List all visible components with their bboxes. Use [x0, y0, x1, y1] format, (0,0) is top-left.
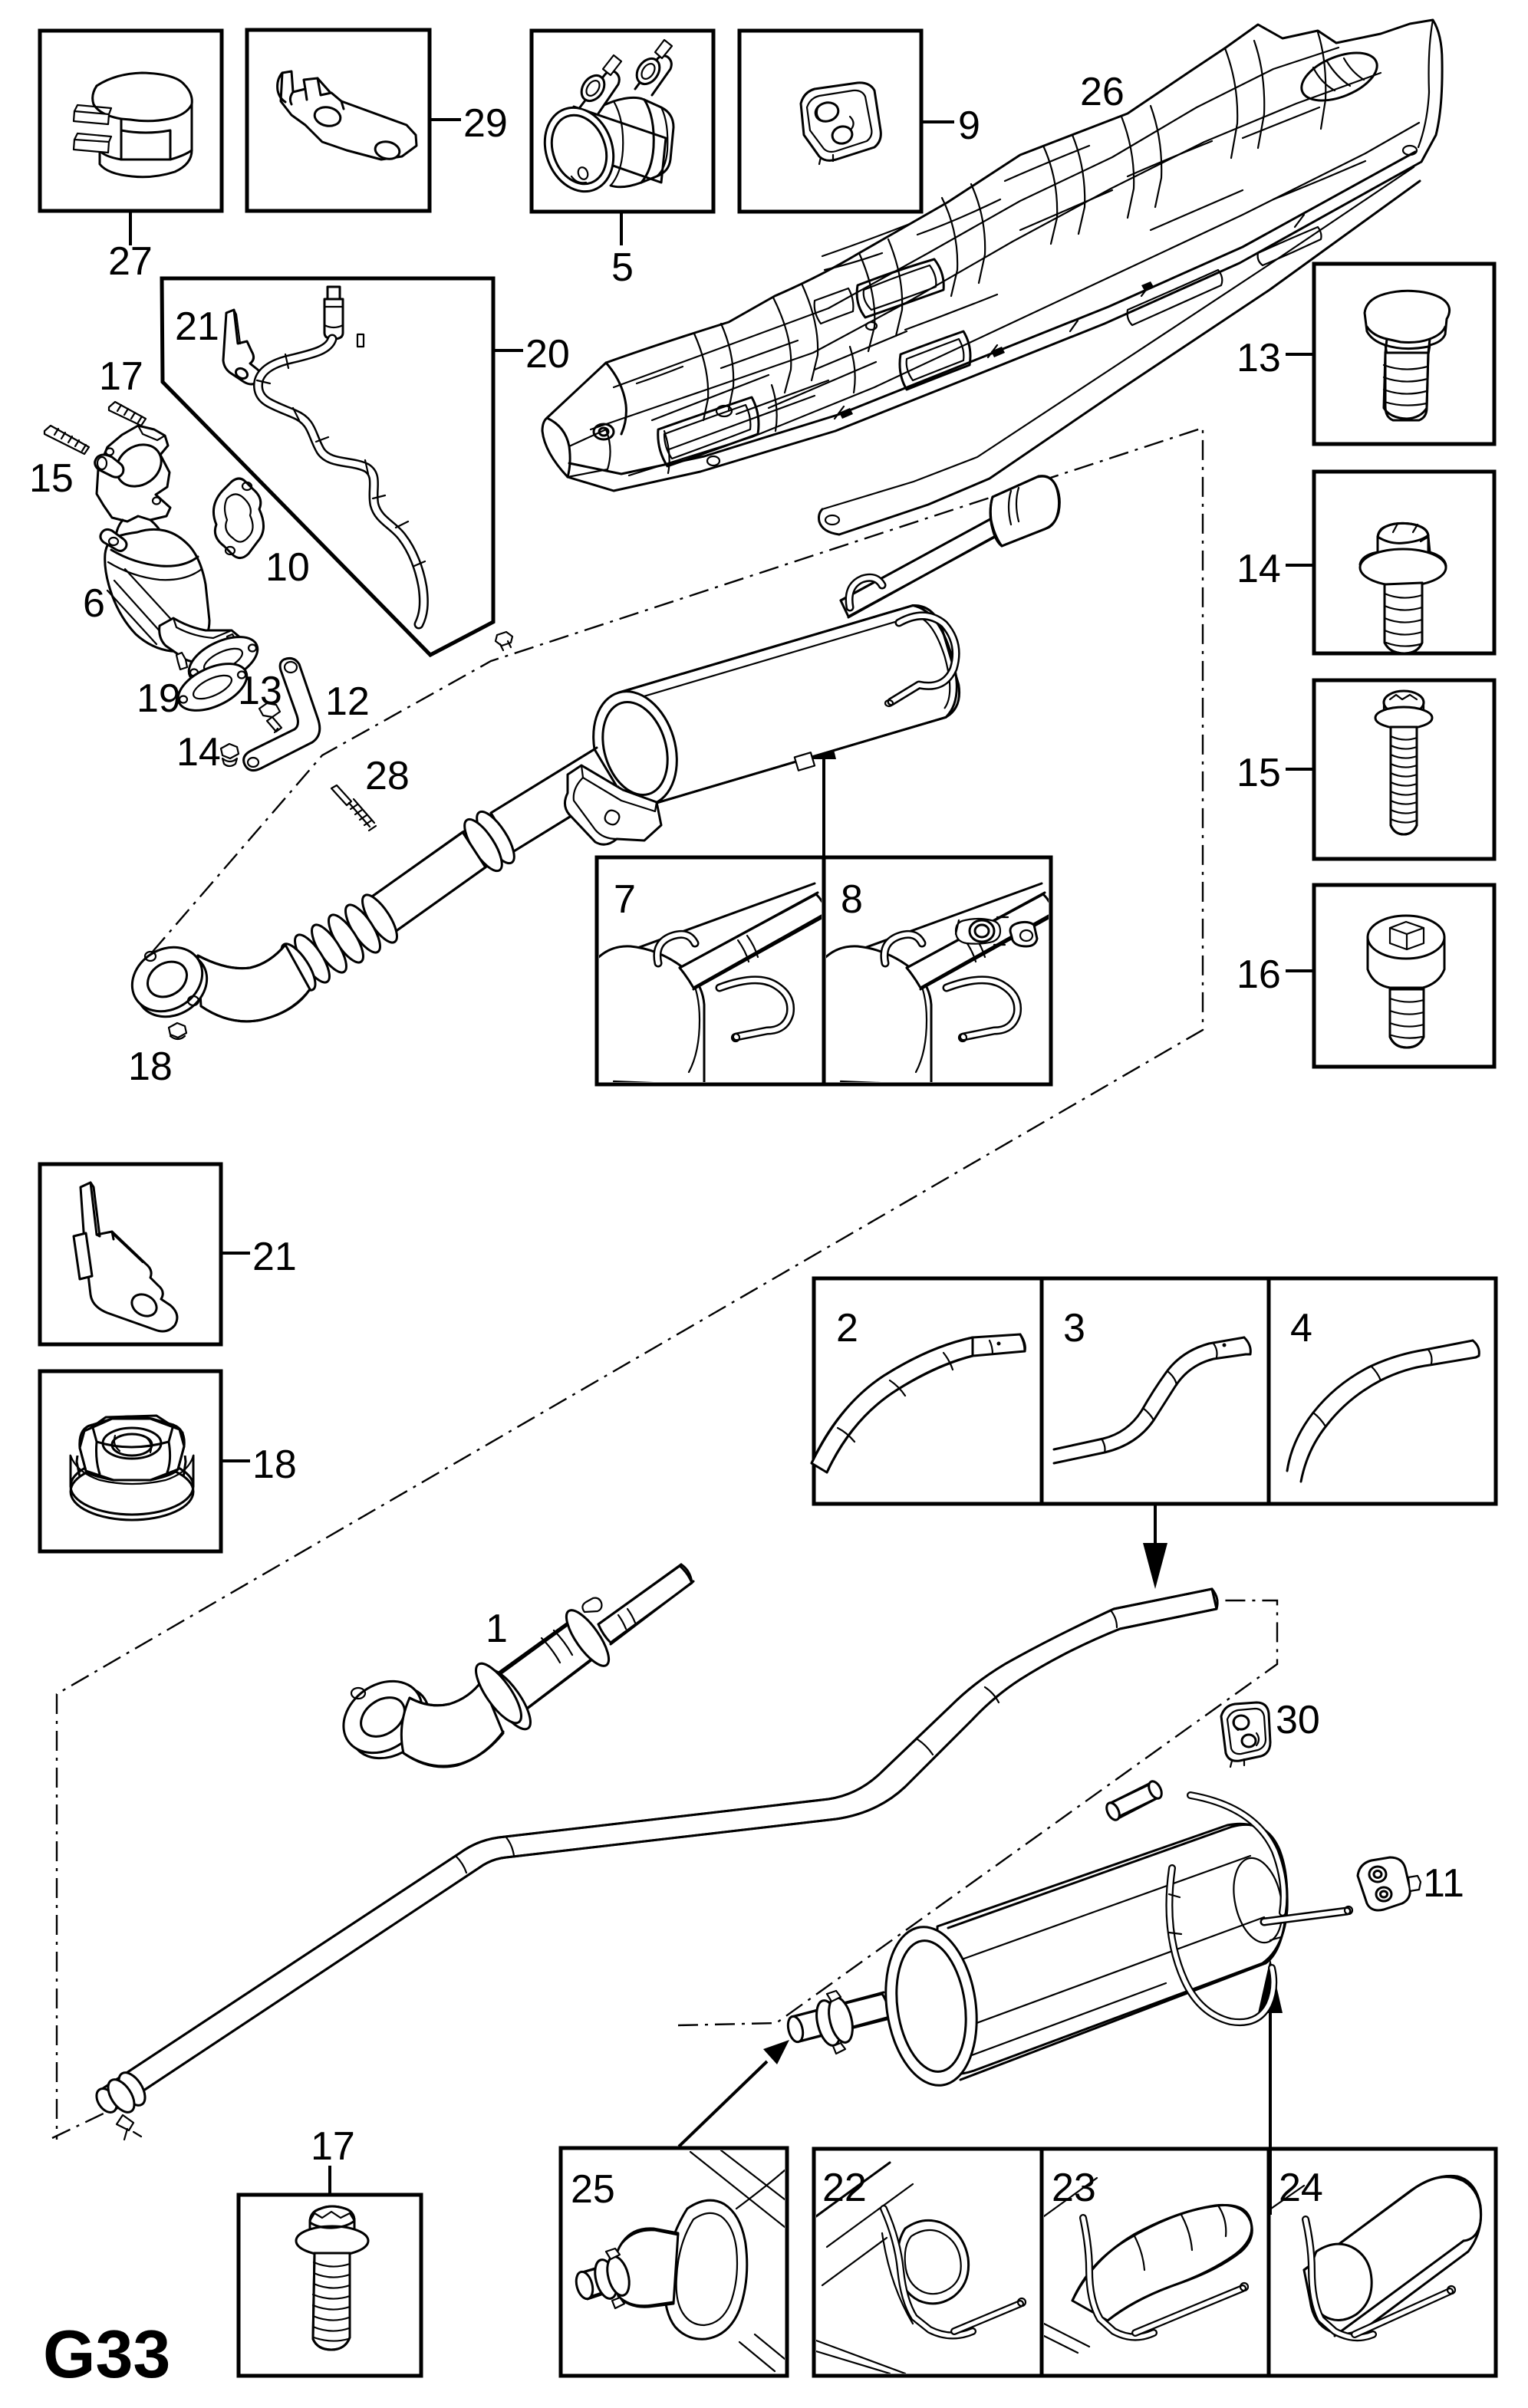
svg-text:21: 21: [175, 304, 219, 349]
svg-text:23: 23: [1052, 2166, 1096, 2210]
svg-text:11: 11: [1423, 1861, 1464, 1906]
svg-text:27: 27: [108, 239, 153, 284]
svg-text:16: 16: [1237, 952, 1281, 997]
svg-text:21: 21: [252, 1235, 297, 1279]
svg-text:15: 15: [29, 456, 74, 501]
svg-text:26: 26: [1080, 70, 1125, 114]
svg-text:5: 5: [611, 245, 634, 290]
svg-text:9: 9: [958, 104, 980, 148]
svg-text:8: 8: [841, 877, 863, 922]
svg-text:29: 29: [463, 101, 508, 146]
svg-text:18: 18: [128, 1044, 173, 1089]
svg-text:18: 18: [252, 1442, 297, 1487]
svg-text:12: 12: [325, 679, 370, 724]
svg-text:10: 10: [265, 545, 310, 590]
svg-text:17: 17: [99, 354, 143, 399]
svg-text:4: 4: [1290, 1306, 1312, 1350]
svg-text:20: 20: [525, 332, 570, 377]
svg-text:1: 1: [486, 1607, 508, 1651]
svg-text:7: 7: [614, 877, 636, 922]
svg-text:22: 22: [822, 2166, 867, 2210]
svg-text:17: 17: [311, 2124, 355, 2169]
svg-text:14: 14: [176, 730, 221, 775]
svg-text:2: 2: [836, 1306, 858, 1350]
svg-text:6: 6: [83, 581, 105, 626]
svg-text:14: 14: [1237, 547, 1281, 591]
svg-text:28: 28: [365, 754, 410, 798]
svg-text:19: 19: [137, 676, 181, 721]
svg-text:13: 13: [1237, 336, 1281, 380]
svg-text:30: 30: [1276, 1698, 1320, 1742]
svg-text:15: 15: [1237, 751, 1281, 795]
svg-text:25: 25: [571, 2167, 615, 2212]
svg-text:3: 3: [1063, 1306, 1085, 1350]
svg-text:G33: G33: [43, 2316, 170, 2392]
